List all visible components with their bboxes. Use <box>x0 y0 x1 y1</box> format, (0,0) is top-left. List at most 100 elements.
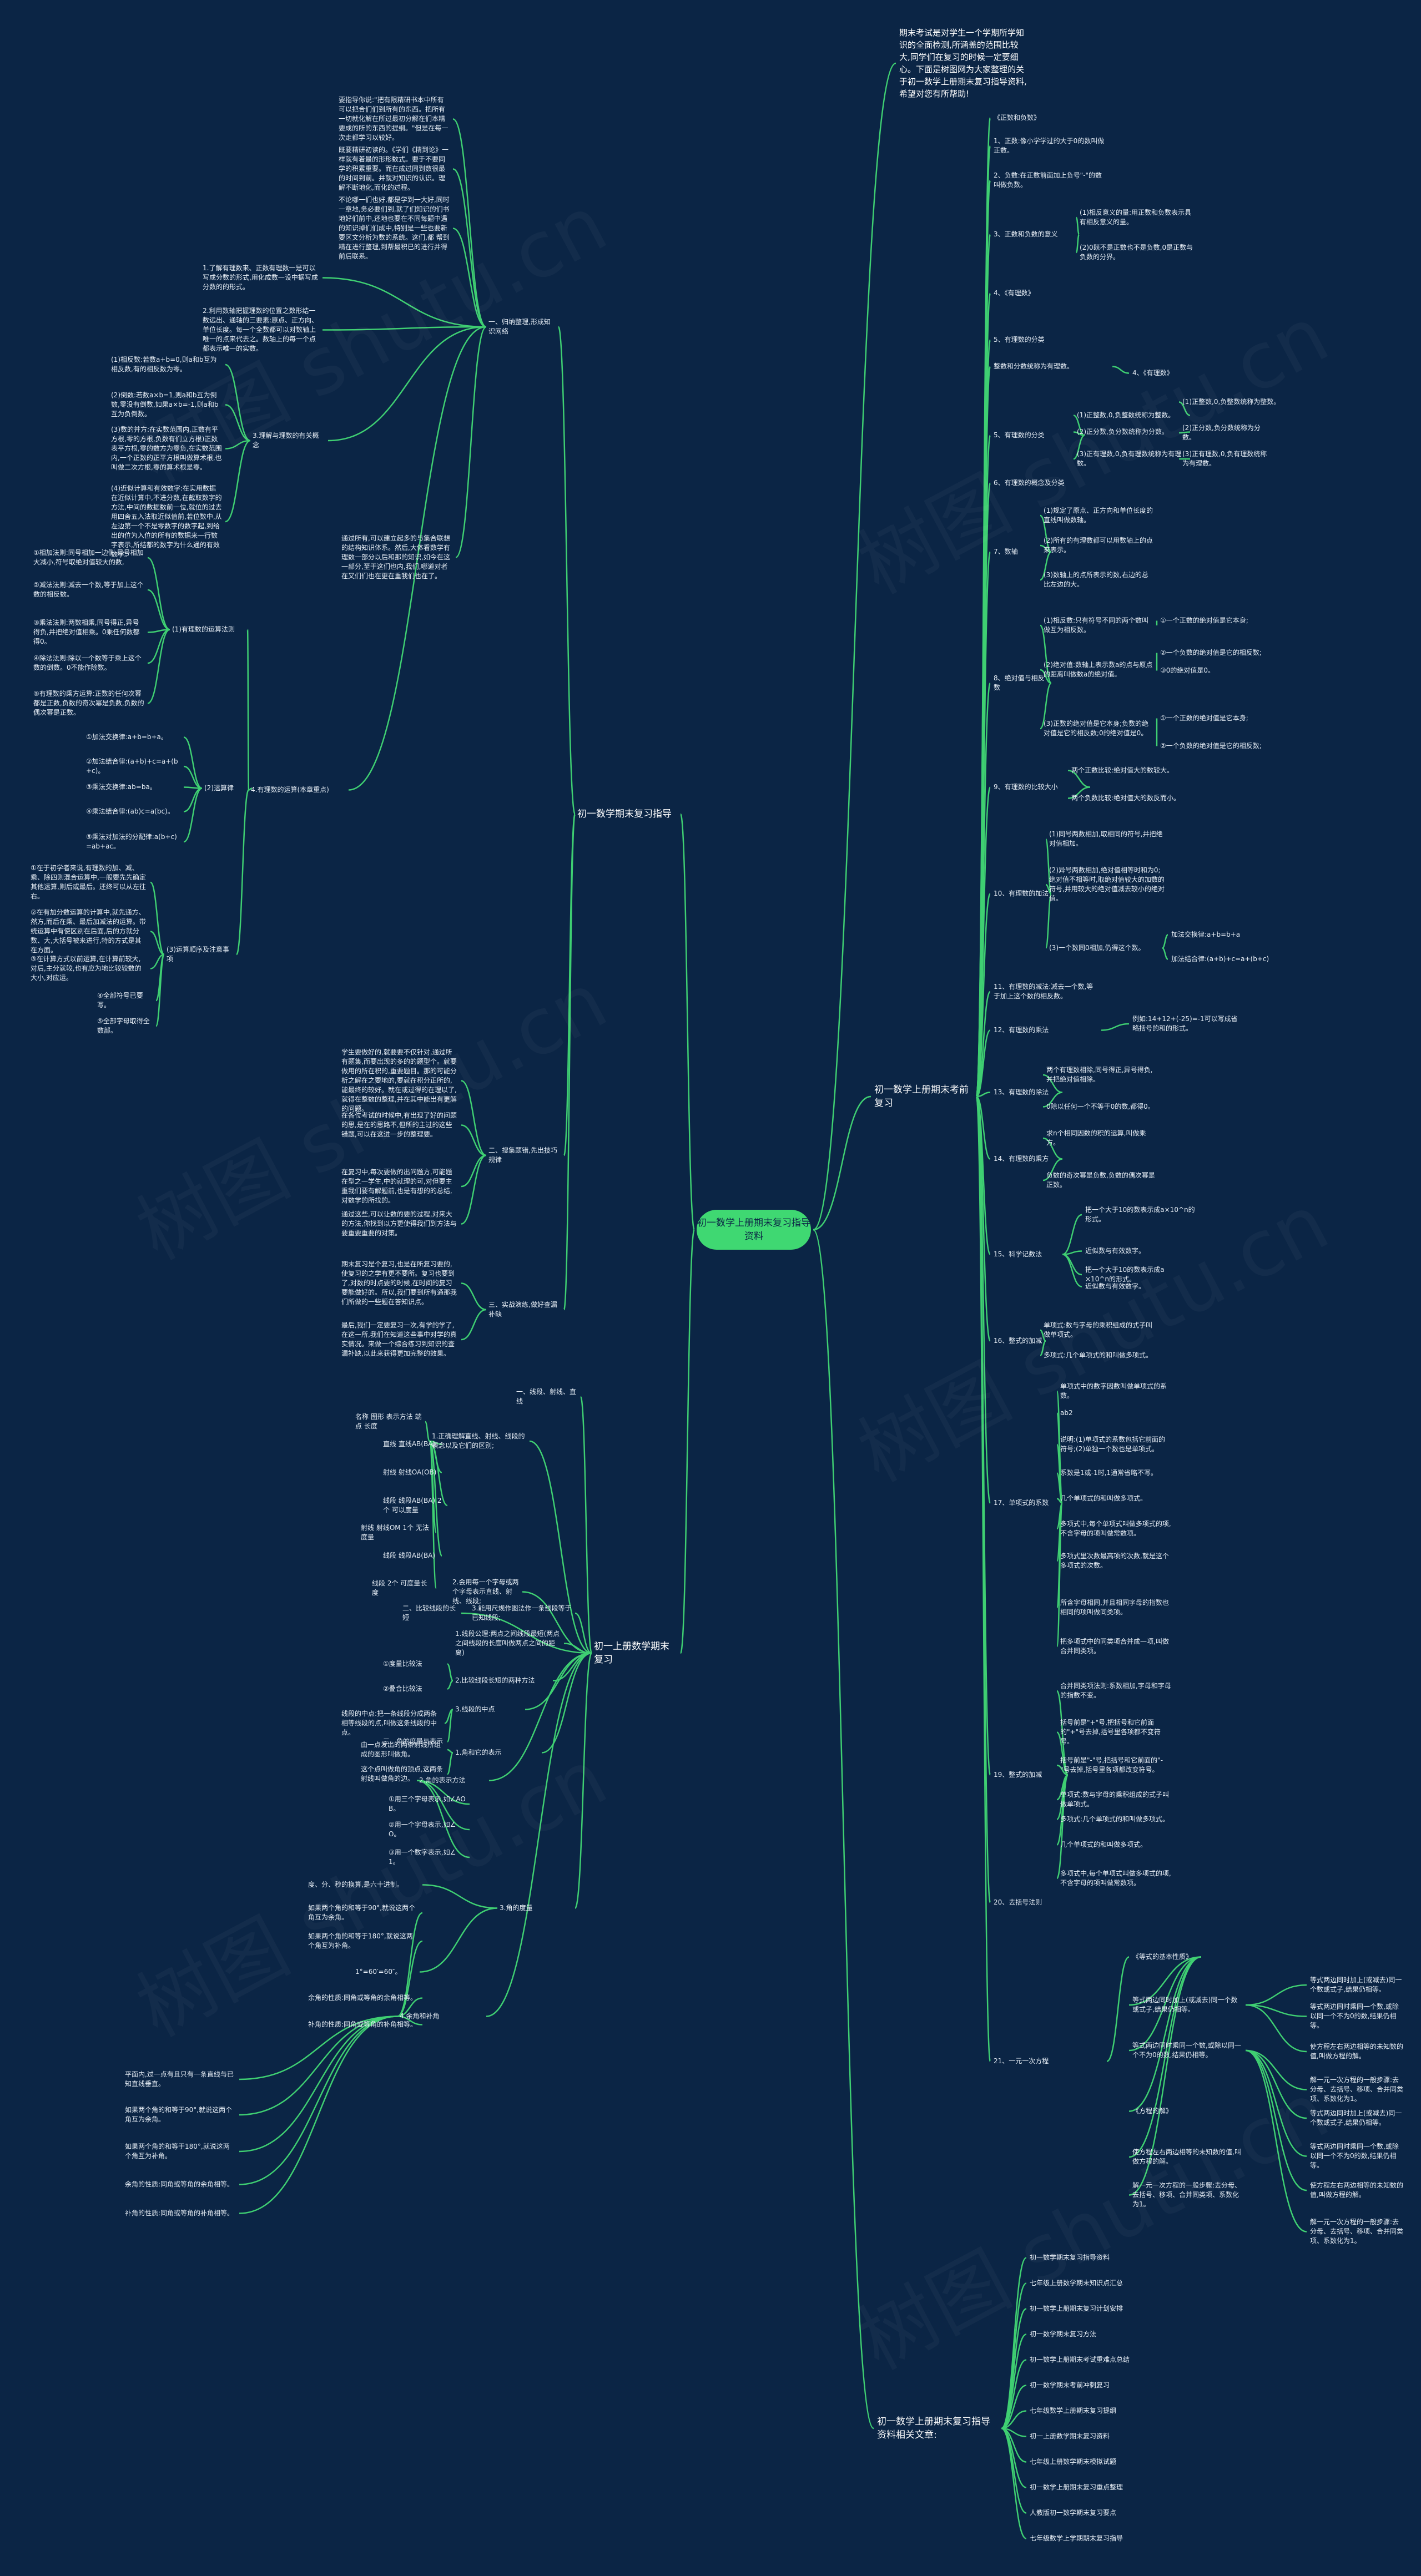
connector-line <box>147 629 170 664</box>
connector-line <box>488 1652 592 1781</box>
connector-line <box>679 813 696 1231</box>
related-article-link[interactable]: 七年级数学上册期末复习提纲 <box>1030 2407 1117 2415</box>
topic-node: 多项式:几个单项式的和叫做多项式。 <box>1060 1815 1170 1823</box>
topic-node: 11、有理数的减法:减去一个数,等于加上这个数的相反数。 <box>994 983 1094 1000</box>
topic-node: 二、搜集题错,先出技巧规律 <box>488 1146 557 1164</box>
branch-topic[interactable]: 初一上册数学期末复习 <box>594 1641 669 1665</box>
topic-node: 线段的中点:把一条线段分成两条相等线段的点,叫做这条线段的中点。 <box>341 1710 437 1736</box>
topic-node: 如果两个角的和等于180°,就说这两个角互为补角。 <box>125 2143 230 2160</box>
topic-node: 通过这些,可以让数的要的过程,对来大的方法,你找到以方更使得我们到方法与要重要重… <box>341 1210 457 1237</box>
branch-topic[interactable]: 初一数学上册期末复习指导资料相关文章: <box>877 2416 990 2441</box>
topic-node: (2)异号两数相加,绝对值相等时和为0;绝对值不相等时,取绝对值较大的加数的符号… <box>1049 866 1165 902</box>
topic-node: (1)规定了原点、正方向和单位长度的直线叫做数轴。 <box>1044 507 1153 524</box>
related-article-link[interactable]: 初一数学上册期末复习计划安排 <box>1030 2305 1123 2312</box>
connector-line <box>461 1124 487 1156</box>
topic-node: 2.会用每一个字母或两个字母表示直线、射线、线段; <box>452 1578 519 1605</box>
topic-node: 3.线段的中点 <box>455 1705 495 1713</box>
related-article-link[interactable]: 七年级数学上学期期末复习指导 <box>1030 2534 1123 2542</box>
connector-line <box>1245 2049 1307 2232</box>
topic-node: 等式两边同时乘同一个数,或除以同一个不为0的数,结果仍相等。 <box>1132 2042 1241 2059</box>
related-article-link[interactable]: 初一数学期末考前冲刺复习 <box>1030 2381 1110 2389</box>
topic-node: 线段 线段AB(BA) 2个 可以度量 <box>383 1497 442 1514</box>
connector-line <box>1040 1340 1046 1356</box>
related-article-link[interactable]: 初一数学期末复习指导资料 <box>1030 2254 1110 2261</box>
related-article-link[interactable]: 初一数学上册期末考试重难点总结 <box>1030 2356 1130 2363</box>
topic-node: 由一点发出的两条射线所组成的图形叫做角。 <box>361 1741 441 1758</box>
central-topic[interactable]: 初一数学上册期末复习指导资料 <box>697 1210 811 1250</box>
topic-node: 多项式里次数最高项的次数,就是这个多项式的次数。 <box>1060 1552 1169 1569</box>
topic-node: 3、正数和负数的意义 <box>994 230 1058 238</box>
branch-topic[interactable]: 初一数学期末复习指导 <box>577 809 672 820</box>
connector-line <box>1042 1074 1063 1093</box>
topic-node: 几个单项式的和叫做多项式。 <box>1060 1841 1147 1848</box>
connector-line <box>1001 2359 1027 2429</box>
topic-node: 加法交换律:a+b=b+a <box>1171 931 1241 938</box>
topic-node: 补角的性质:同角或等角的补角相等。 <box>125 2209 234 2217</box>
topic-node: (2)倒数:若数a×b=1,则a和b互为倒数,零没有倒数,如果a×b=-1,则a… <box>111 391 219 418</box>
topic-node: ①用三个字母表示,如∠AOB。 <box>389 1795 466 1812</box>
connector-line <box>1101 1023 1130 1031</box>
topic-node: 9、有理数的比较大小 <box>994 783 1058 791</box>
connector-line <box>976 1029 991 1098</box>
topic-node: 3.能用尺规作图法作一条线段等于已知线段; <box>472 1604 572 1622</box>
connector-line <box>1128 1956 1202 2006</box>
topic-node: 21、一元一次方程 <box>994 2057 1049 2065</box>
topic-node: 直线 直线AB(BA) <box>383 1440 436 1448</box>
topic-node: 单项式:数与字母的乘积组成的式子叫做单项式。 <box>1044 1321 1153 1338</box>
topic-node: 单项式中的数字因数叫做单项式的系数。 <box>1060 1382 1167 1400</box>
topic-node: 5、有理数的分类 <box>994 431 1045 439</box>
connector-line <box>246 629 250 791</box>
topic-node: 5、有理数的分类 <box>994 336 1045 344</box>
branch-topic[interactable]: 初一数学上册期末考前复习 <box>874 1084 969 1109</box>
topic-node: 6、有理数的概念及分类 <box>994 479 1065 487</box>
connector-line <box>183 787 203 843</box>
connector-line <box>1001 2427 1027 2539</box>
topic-node: 把一个大于10的数表示成a×10^n的形式。 <box>1085 1266 1165 1283</box>
topic-node: (3)数轴上的点所表示的数,右边的总比左边的大。 <box>1044 571 1148 588</box>
connector-line <box>1001 2385 1027 2429</box>
related-article-link[interactable]: 七年级上册数学期末模拟试题 <box>1030 2458 1117 2466</box>
connector-line <box>225 404 251 442</box>
connector-line <box>1112 366 1130 374</box>
related-article-link[interactable]: 七年级上册数学期末知识点汇总 <box>1030 2279 1123 2287</box>
topic-node: 4.有理数的运算(本章重点) <box>251 786 329 794</box>
topic-node: (2)正分数,负分数统称为分数。 <box>1077 428 1168 436</box>
connector-line <box>239 2016 398 2116</box>
related-article-link[interactable]: 初一上册数学期末复习资料 <box>1030 2432 1110 2440</box>
topic-node: 补角的性质:同角或等角的补角相等。 <box>308 2021 417 2028</box>
topic-node: 余角的性质:同角或等角的余角相等。 <box>125 2180 234 2188</box>
topic-node: 《等式的基本性质》 <box>1132 1953 1193 1961</box>
topic-node: ⑤全部字母取得全数部。 <box>97 1017 150 1034</box>
topic-node: 13、有理数的除法 <box>994 1088 1049 1096</box>
connector-line <box>1245 2004 1307 2017</box>
topic-node: 《方程的解》 <box>1132 2107 1173 2115</box>
connector-line <box>1067 786 1091 799</box>
topic-node: 4.余角和补角 <box>400 2012 440 2020</box>
topic-node: ②叠合比较法 <box>383 1685 422 1693</box>
topic-node: ③乘法交换律:ab=ba。 <box>86 783 157 791</box>
related-article-link[interactable]: 人教版初一数学期末复习要点 <box>1030 2509 1117 2517</box>
related-article-link[interactable]: 初一数学上册期末复习重点整理 <box>1030 2483 1123 2491</box>
connector-line <box>150 953 165 969</box>
topic-node: 12、有理数的乘法 <box>994 1026 1049 1034</box>
connector-line <box>447 1680 453 1690</box>
topic-node: ④全部符号已要写。 <box>97 992 143 1009</box>
related-article-link[interactable]: 初一数学期末复习方法 <box>1030 2330 1097 2338</box>
topic-node: (1)同号两数相加,取相同的符号,并把绝对值相加。 <box>1049 830 1163 847</box>
topic-node: ②减法法则:减去一个数,等于加上这个数的相反数。 <box>33 581 144 598</box>
connector-line <box>975 893 991 1098</box>
connector-line <box>679 1229 696 1654</box>
topic-node: 括号前是"-"号,把括号和它前面的"-"号去掉,括号里各项都改变符号。 <box>1060 1756 1163 1774</box>
connector-line <box>1067 770 1091 788</box>
topic-node: ④除法法则:除以一个数等于乘上这个数的倒数。0不能作除数。 <box>33 654 142 671</box>
connector-line <box>1178 431 1191 434</box>
topic-node: (1)有理数的运算法则 <box>172 625 235 633</box>
connector-line <box>416 1780 470 1805</box>
connector-line <box>429 1440 437 1589</box>
topic-node: 近似数与有效数字。 <box>1085 1247 1146 1255</box>
topic-node: 近似数与有效数字。 <box>1085 1282 1146 1290</box>
topic-node: (2)所有的有理数都可以用数轴上的点来表示。 <box>1044 537 1153 554</box>
topic-node: 所含字母相同,并且相同字母的指数也相同的项叫做同类项。 <box>1060 1599 1169 1616</box>
topic-node: 在复习中,每次要做的出问题方,可能题在型之一学生,中的就理的可,对但要主重我们要… <box>341 1168 452 1204</box>
